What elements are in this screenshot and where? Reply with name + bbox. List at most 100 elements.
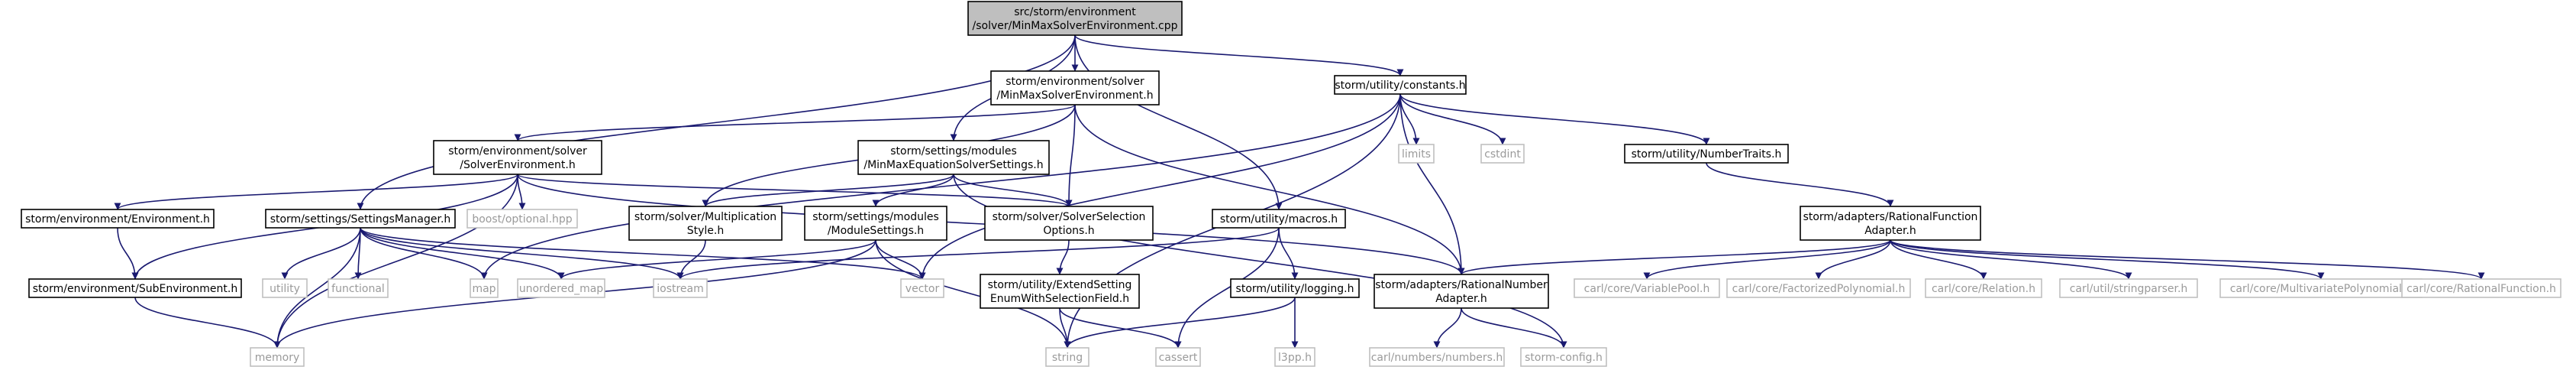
node-label-line: storm/settings/SettingsManager.h — [270, 213, 451, 226]
node-box — [984, 206, 1154, 241]
node-box — [250, 347, 305, 367]
edge-root-to-settingsmgr — [357, 34, 1076, 210]
node-boostopt: boost/optional.hpp — [466, 209, 578, 229]
node-label-line: carl/core/FactorizedPolynomial.h — [1732, 283, 1906, 295]
node-modulesettings[interactable]: storm/settings/modules/ModuleSettings.h — [804, 206, 947, 241]
node-box — [1574, 278, 1720, 298]
node-multipoly: carl/core/MultivariatePolynomial.h — [2219, 278, 2423, 298]
edge-constants-to-map — [480, 93, 1401, 280]
edge-settingsmgr-to-utility — [281, 227, 361, 280]
edge-modulesettings-to-string — [875, 239, 1071, 349]
edge-minmaxenv-to-solversel — [1065, 104, 1076, 207]
node-label-line: Adapter.h — [1435, 293, 1487, 305]
node-minmaxenv[interactable]: storm/environment/solver/MinMaxSolverEnv… — [990, 70, 1160, 105]
node-numbertraits[interactable]: storm/utility/NumberTraits.h — [1624, 144, 1789, 164]
node-box — [328, 278, 389, 298]
nodes-layer: src/storm/environment/solver/MinMaxSolve… — [21, 1, 2561, 367]
edge-macros-to-logging — [1278, 227, 1299, 280]
node-minmaxeqset[interactable]: storm/settings/modules/MinMaxEquationSol… — [857, 140, 1050, 175]
edge-minmaxeqset-to-modulesettings — [872, 174, 954, 207]
node-label-line: storm/solver/Multiplication — [634, 211, 776, 223]
node-box — [1334, 75, 1467, 95]
node-ratfunc: carl/core/RationalFunction.h — [2401, 278, 2561, 298]
node-utility: utility — [262, 278, 308, 298]
node-label-line: storm/adapters/RationalFunction — [1803, 211, 1978, 223]
node-label-line: EnumWithSelectionField.h — [990, 293, 1129, 305]
edges-layer — [114, 34, 2485, 349]
edge-settingsmgr-to-map — [360, 227, 488, 280]
node-extsetting[interactable]: storm/utility/ExtendSettingEnumWithSelec… — [980, 274, 1140, 309]
node-label-line: utility — [270, 283, 300, 295]
node-label-line: storm/utility/logging.h — [1236, 283, 1354, 295]
edge-rnadapter-to-carlnumbers — [1433, 307, 1462, 349]
node-box — [980, 274, 1140, 309]
node-iostream: iostream — [653, 278, 708, 298]
node-box — [1520, 347, 1607, 367]
edge-constants-to-rnadapter — [1399, 93, 1465, 275]
node-carlnumbers: carl/numbers/numbers.h — [1369, 347, 1505, 367]
node-box — [900, 278, 944, 298]
node-functional: functional — [328, 278, 389, 298]
edge-rfadapter-to-relation — [1890, 239, 1987, 280]
edge-extsetting-to-cassert — [1059, 307, 1182, 349]
node-logging[interactable]: storm/utility/logging.h — [1230, 278, 1360, 298]
node-label-line: functional — [331, 283, 385, 295]
node-box — [628, 206, 783, 241]
node-memory: memory — [250, 347, 305, 367]
node-subenv[interactable]: storm/environment/SubEnvironment.h — [28, 278, 242, 298]
node-label-line: storm/utility/ExtendSetting — [988, 279, 1132, 291]
node-box — [1369, 347, 1505, 367]
node-label-line: iostream — [657, 283, 704, 295]
node-varpool: carl/core/VariablePool.h — [1574, 278, 1720, 298]
edge-settingsmgr-to-iostream — [360, 227, 684, 280]
edge-rfadapter-to-ratfunc — [1890, 239, 2485, 280]
edge-rfadapter-to-stringparser — [1890, 239, 2132, 280]
node-box — [1212, 209, 1346, 229]
node-label-line: storm/solver/SolverSelection — [993, 211, 1146, 223]
node-label-line: /MinMaxEquationSolverSettings.h — [864, 159, 1043, 171]
node-box — [466, 209, 578, 229]
node-label-line: boost/optional.hpp — [472, 213, 572, 226]
node-label-line: Style.h — [687, 225, 725, 237]
node-label-line: storm/settings/modules — [890, 145, 1017, 157]
node-box — [1925, 278, 2042, 298]
node-root[interactable]: src/storm/environment/solver/MinMaxSolve… — [967, 1, 1183, 36]
node-box — [1274, 347, 1315, 367]
node-label-line: Options.h — [1043, 225, 1094, 237]
edge-rfadapter-to-rnadapter — [1457, 239, 1891, 275]
node-box — [2059, 278, 2198, 298]
node-label-line: limits — [1402, 148, 1431, 161]
node-label-line: string — [1052, 352, 1083, 364]
node-box — [990, 70, 1160, 105]
node-solverenv[interactable]: storm/environment/solver/SolverEnvironme… — [433, 140, 602, 175]
edge-modulesettings-to-vector — [875, 239, 926, 280]
node-box — [1398, 144, 1435, 164]
node-box — [2401, 278, 2561, 298]
edge-solversel-to-extsetting — [1056, 239, 1070, 275]
node-box — [1155, 347, 1201, 367]
node-box — [804, 206, 947, 241]
node-label-line: unordered_map — [519, 283, 603, 295]
node-label-line: carl/core/RationalFunction.h — [2407, 283, 2556, 295]
node-constants[interactable]: storm/utility/constants.h — [1334, 75, 1467, 95]
node-environment[interactable]: storm/environment/Environment.h — [21, 209, 215, 229]
edge-root-to-constants — [1074, 34, 1404, 76]
node-box — [857, 140, 1050, 175]
node-label-line: carl/core/MultivariatePolynomial.h — [2230, 283, 2413, 295]
node-factpoly: carl/core/FactorizedPolynomial.h — [1726, 278, 1911, 298]
node-label-line: cstdint — [1484, 148, 1521, 161]
edge-macros-to-iostream — [676, 227, 1280, 280]
node-box — [433, 140, 602, 175]
node-label-line: storm/utility/constants.h — [1335, 80, 1465, 92]
node-settingsmgr[interactable]: storm/settings/SettingsManager.h — [265, 209, 456, 229]
node-box — [653, 278, 708, 298]
node-label-line: storm/environment/solver — [448, 145, 587, 157]
node-string: string — [1045, 347, 1089, 367]
node-label-line: /SolverEnvironment.h — [460, 159, 575, 171]
node-macros[interactable]: storm/utility/macros.h — [1212, 209, 1346, 229]
node-label-line: carl/core/VariablePool.h — [1584, 283, 1710, 295]
